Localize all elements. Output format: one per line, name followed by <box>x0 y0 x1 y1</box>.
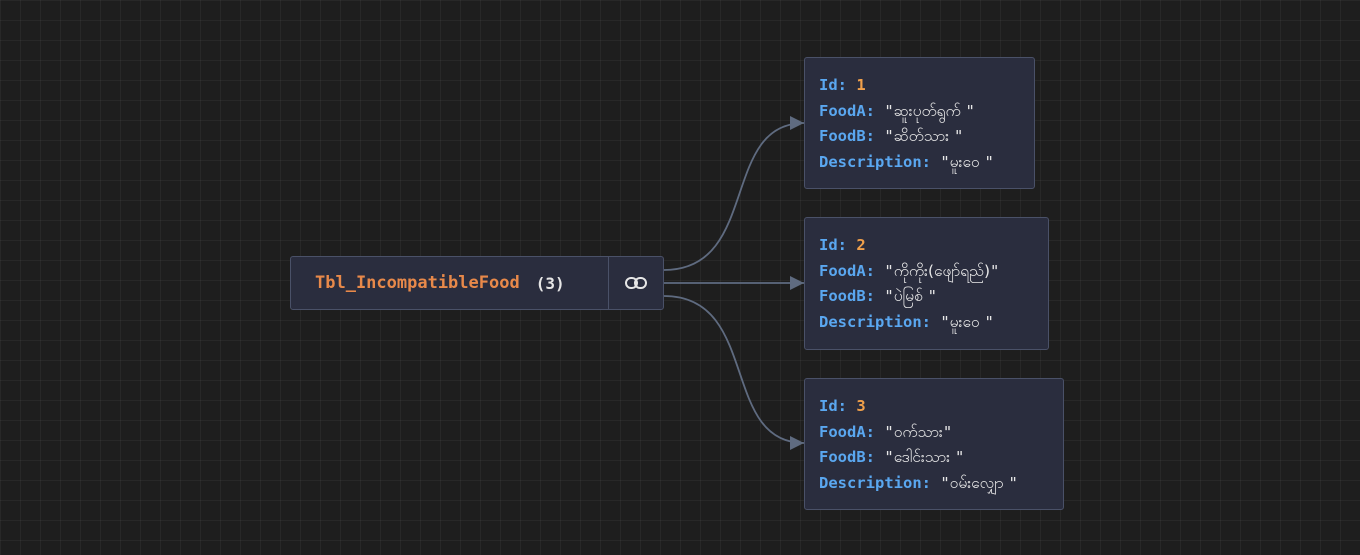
field-value: 2 <box>856 236 866 254</box>
field-id: Id: 3 <box>819 394 1049 420</box>
field-value: မူးဝေ <box>949 152 985 171</box>
field-key: FoodB: <box>819 127 875 145</box>
field-value: 3 <box>856 397 866 415</box>
field-key: FoodA: <box>819 422 875 441</box>
edge-to-record-3 <box>663 295 805 444</box>
field-key: Description: <box>819 312 931 331</box>
field-id: Id: 2 <box>819 233 1034 259</box>
field-key: Id: <box>819 397 847 415</box>
field-value: မူးဝေ <box>949 312 985 331</box>
field-key: FoodA: <box>819 101 875 120</box>
table-name: Tbl_IncompatibleFood <box>315 273 520 293</box>
field-fooda: FoodA: "ဆူးပုတ်ရွက် " <box>819 101 975 120</box>
field-key: FoodA: <box>819 261 875 280</box>
field-description: Description: "ဝမ်းလျှော " <box>819 473 1018 492</box>
field-value: 1 <box>856 76 866 94</box>
table-label: Tbl_IncompatibleFood (3) <box>291 257 608 309</box>
field-key: FoodB: <box>819 448 875 466</box>
field-value: ဆိတ်သား <box>893 127 954 145</box>
field-foodb: FoodB: "ဒေါင်းသား " <box>819 448 965 466</box>
field-description: Description: "မူးဝေ " <box>819 152 994 171</box>
field-key: Description: <box>819 152 931 171</box>
field-value: ဆူးပုတ်ရွက် <box>893 101 966 120</box>
field-description: Description: "မူးဝေ " <box>819 312 994 331</box>
field-key: Description: <box>819 473 931 492</box>
edge-arrow-3 <box>790 436 804 450</box>
field-key: Id: <box>819 236 847 254</box>
edge-arrow-2 <box>790 276 804 290</box>
field-fooda: FoodA: "ကိုကိုး(ဖျော်ရည်)" <box>819 261 1000 280</box>
table-node[interactable]: Tbl_IncompatibleFood (3) <box>290 256 664 310</box>
field-id: Id: 1 <box>819 73 1020 99</box>
record-node-1[interactable]: Id: 1 FoodA: "ဆူးပုတ်ရွက် " FoodB: "ဆိတ်… <box>804 57 1035 189</box>
field-value: ကိုကိုး(ဖျော်ရည်) <box>893 261 991 280</box>
field-value: ပဲမြစ် <box>893 287 928 305</box>
field-value: ဒေါင်းသား <box>893 448 956 466</box>
record-node-2[interactable]: Id: 2 FoodA: "ကိုကိုး(ဖျော်ရည်)" FoodB: … <box>804 217 1049 350</box>
field-foodb: FoodB: "ဆိတ်သား " <box>819 127 964 145</box>
field-fooda: FoodA: "ဝက်သား" <box>819 422 953 441</box>
field-foodb: FoodB: "ပဲမြစ် " <box>819 287 937 305</box>
row-count: (3) <box>535 273 565 293</box>
record-node-3[interactable]: Id: 3 FoodA: "ဝက်သား" FoodB: "ဒေါင်းသား … <box>804 378 1064 510</box>
field-value: ဝမ်းလျှော <box>949 473 1009 492</box>
link-icon <box>625 277 647 289</box>
edge-arrow-1 <box>790 116 804 130</box>
field-value: ဝက်သား <box>893 422 943 441</box>
field-key: FoodB: <box>819 287 875 305</box>
field-key: Id: <box>819 76 847 94</box>
expand-link-button[interactable] <box>608 257 663 309</box>
edge-to-record-1 <box>663 122 805 271</box>
